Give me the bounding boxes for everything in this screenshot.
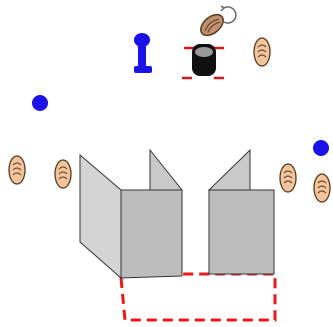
right-partition-wall [209, 150, 274, 274]
seed-icon[interactable] [314, 174, 330, 202]
dashed-target-zone [121, 274, 275, 320]
seed-icon[interactable] [254, 38, 270, 66]
pawn-icon[interactable] [134, 33, 152, 73]
left-partition-wall [80, 150, 182, 278]
seed-icon[interactable] [9, 156, 25, 184]
robot-icon[interactable] [182, 6, 236, 78]
ball-icon[interactable] [313, 140, 329, 156]
ball-icon[interactable] [32, 95, 48, 111]
seed-icon [197, 11, 227, 40]
seed-icon[interactable] [280, 164, 296, 192]
seed-icon[interactable] [55, 160, 71, 188]
